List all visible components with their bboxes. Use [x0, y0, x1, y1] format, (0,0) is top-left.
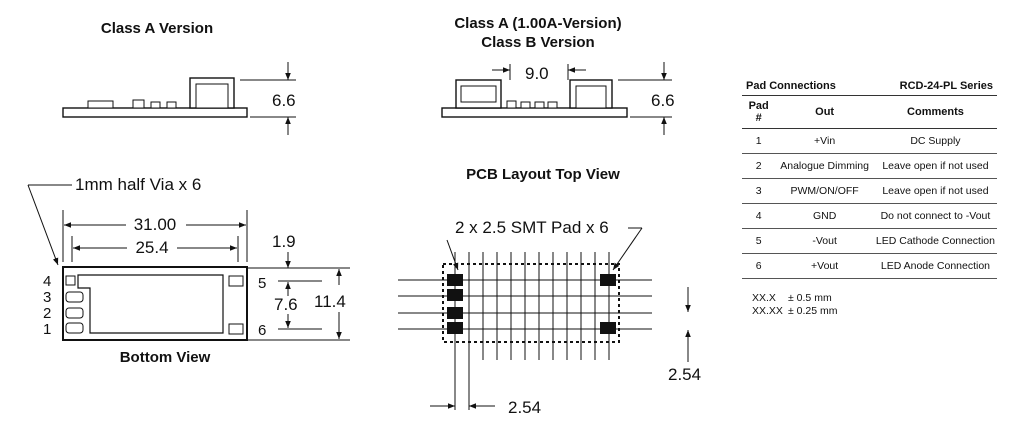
pad-connections-table: Pad Connections RCD-24-PL Series Pad # O… — [742, 78, 997, 279]
pin-label: 2 — [43, 305, 51, 322]
heading-class-a-100: Class A (1.00A-Version) — [454, 15, 621, 32]
table-row: 4 GND Do not connect to -Vout — [742, 203, 997, 229]
cell-pad: 4 — [742, 203, 776, 229]
cell-comment: Do not connect to -Vout — [873, 203, 997, 229]
smt-pad — [447, 289, 463, 301]
heading-pcb-layout: PCB Layout Top View — [466, 166, 620, 183]
table-row: 1 +Vin DC Supply — [742, 128, 997, 154]
pin-label: 4 — [43, 273, 51, 290]
table-row: 5 -Vout LED Cathode Connection — [742, 228, 997, 254]
class-b-side-view — [441, 62, 672, 135]
table-header-row: Pad # Out Comments — [742, 96, 997, 129]
tolerance-notes: XX.X ± 0.5 mm XX.XX ± 0.25 mm — [752, 292, 838, 318]
dim-gap: 9.0 — [525, 64, 549, 83]
cell-comment: LED Cathode Connection — [873, 228, 997, 254]
cell-pad: 6 — [742, 253, 776, 279]
heading-class-a: Class A Version — [101, 20, 213, 37]
dim-pad-spacing: 7.6 — [274, 295, 298, 314]
heading-bottom-view: Bottom View — [120, 349, 211, 366]
smt-pad — [447, 307, 463, 319]
table-series: RCD-24-PL Series — [899, 80, 993, 92]
cell-comment: Leave open if not used — [873, 178, 997, 204]
cell-comment: Leave open if not used — [873, 153, 997, 179]
dim-length-inner: 25.4 — [135, 238, 168, 257]
tolerance-row: XX.X ± 0.5 mm — [752, 292, 838, 305]
cell-out: PWM/ON/OFF — [775, 178, 874, 204]
dim-pitch-horizontal: 2.54 — [508, 398, 541, 417]
tolerance-value: ± 0.5 mm — [788, 292, 832, 304]
heading-class-b: Class B Version — [481, 34, 594, 51]
table-title: Pad Connections — [746, 80, 836, 92]
header-out: Out — [775, 96, 874, 129]
via-callout: 1mm half Via x 6 — [75, 175, 201, 194]
pcb-layout-drawing — [398, 227, 691, 410]
dim-pitch-vertical: 2.54 — [668, 365, 701, 384]
cell-out: +Vout — [775, 253, 874, 279]
header-pad: Pad # — [742, 96, 776, 129]
dim-width-total: 11.4 — [314, 292, 346, 311]
class-a-side-view — [62, 62, 296, 135]
pin-label: 6 — [258, 322, 266, 339]
cell-out: GND — [775, 203, 874, 229]
cell-out: Analogue Dimming — [775, 153, 874, 179]
bottom-view-drawing — [27, 184, 350, 341]
table-caption: Pad Connections RCD-24-PL Series — [742, 78, 997, 96]
smt-pad — [447, 274, 463, 286]
smt-pad — [600, 322, 616, 334]
table-row: 2 Analogue Dimming Leave open if not use… — [742, 153, 997, 179]
tolerance-row: XX.XX ± 0.25 mm — [752, 305, 838, 318]
cell-pad: 1 — [742, 128, 776, 154]
smt-pad-callout: 2 x 2.5 SMT Pad x 6 — [455, 218, 609, 237]
dim-pad-offset: 1.9 — [272, 232, 296, 251]
smt-pad — [447, 322, 463, 334]
cell-pad: 5 — [742, 228, 776, 254]
tolerance-format: XX.X — [752, 292, 776, 304]
cell-comment: DC Supply — [873, 128, 997, 154]
dim-height-class-a: 6.6 — [272, 91, 296, 110]
cell-out: -Vout — [775, 228, 874, 254]
table-row: 3 PWM/ON/OFF Leave open if not used — [742, 178, 997, 204]
dim-height-class-b: 6.6 — [651, 91, 675, 110]
pin-label: 1 — [43, 321, 51, 338]
smt-pad — [600, 274, 616, 286]
table-row: 6 +Vout LED Anode Connection — [742, 253, 997, 279]
dim-length-total: 31.00 — [134, 215, 177, 234]
pad-table: Pad # Out Comments 1 +Vin DC Supply 2 An… — [742, 96, 997, 279]
cell-pad: 3 — [742, 178, 776, 204]
cell-comment: LED Anode Connection — [873, 253, 997, 279]
header-comments: Comments — [873, 96, 997, 129]
pin-label: 5 — [258, 275, 266, 292]
tolerance-value: ± 0.25 mm — [788, 305, 838, 317]
pin-label: 3 — [43, 289, 51, 306]
tolerance-format: XX.XX — [752, 305, 783, 317]
cell-out: +Vin — [775, 128, 874, 154]
cell-pad: 2 — [742, 153, 776, 179]
